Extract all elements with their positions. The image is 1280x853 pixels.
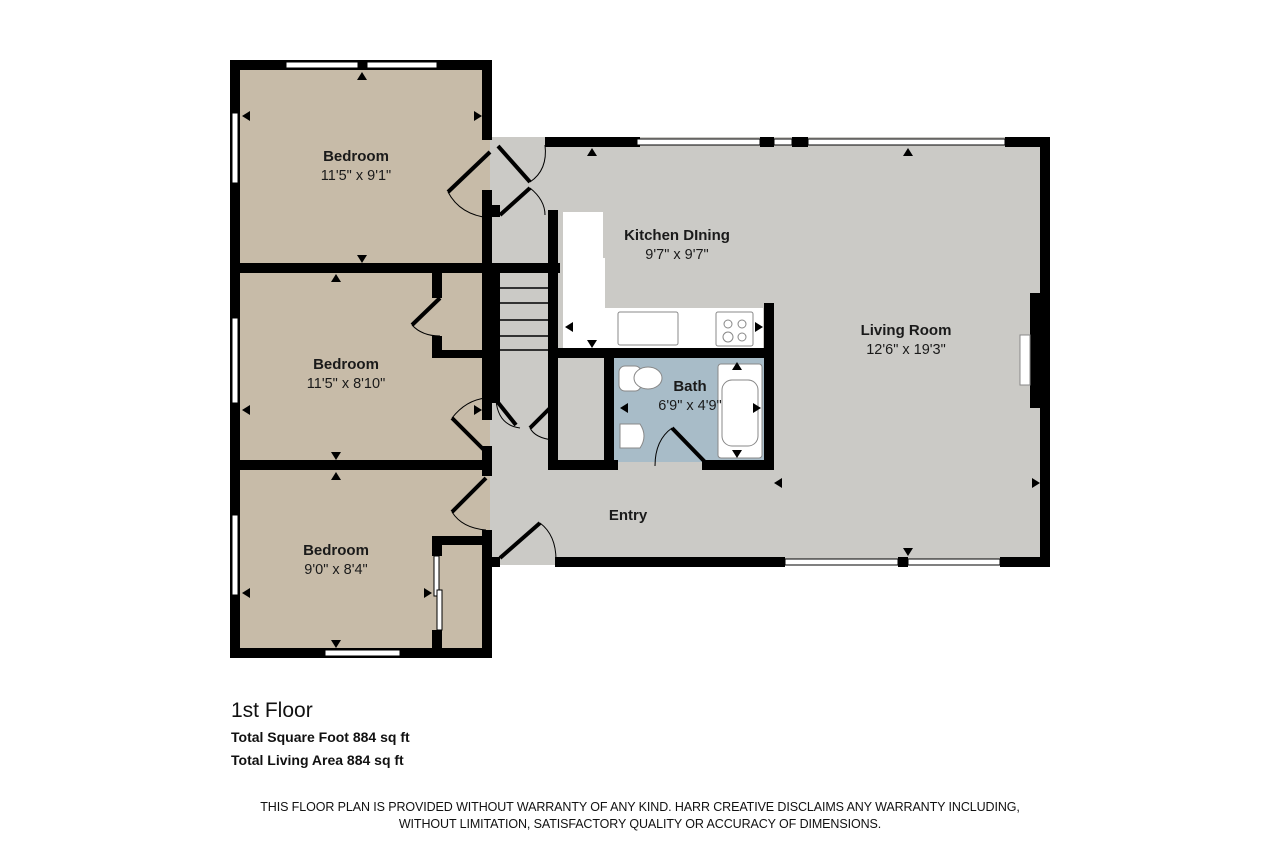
fireplace-icon [1019, 334, 1031, 386]
room-labels: Bedroom 11'5" x 9'1" Bedroom 11'5" x 8'1… [303, 148, 951, 578]
kitchen-sink-icon [617, 311, 679, 346]
stove-icon [715, 311, 754, 347]
stairs [500, 287, 548, 351]
room-dim-kitchen-dining: 9'7" x 9'7" [645, 247, 708, 263]
total-square-foot: Total Square Foot 884 sq ft [231, 729, 410, 745]
room-name-bedroom-2: Bedroom [313, 356, 379, 373]
disclaimer: THIS FLOOR PLAN IS PROVIDED WITHOUT WARR… [0, 799, 1280, 833]
room-name-bedroom-1: Bedroom [323, 148, 389, 165]
bathroom-sink-icon [619, 423, 645, 449]
disclaimer-line-2: WITHOUT LIMITATION, SATISFACTORY QUALITY… [398, 817, 882, 831]
fixtures [617, 311, 1031, 459]
room-name-entry: Entry [609, 507, 648, 524]
floor-title: 1st Floor [231, 699, 313, 722]
room-dim-living-room: 12'6" x 19'3" [866, 342, 946, 358]
room-name-living-room: Living Room [861, 322, 952, 339]
windows [231, 61, 1006, 657]
room-name-kitchen-dining: Kitchen DIning [624, 227, 730, 244]
doors [410, 144, 707, 561]
disclaimer-line-1: THIS FLOOR PLAN IS PROVIDED WITHOUT WARR… [260, 800, 1020, 814]
room-dim-bedroom-2: 11'5" x 8'10" [307, 376, 385, 392]
room-name-bedroom-3: Bedroom [303, 542, 369, 559]
room-dim-bedroom-1: 11'5" x 9'1" [321, 168, 391, 184]
room-dim-bedroom-3: 9'0" x 8'4" [304, 562, 367, 578]
dimension-arrows [242, 72, 1040, 648]
total-living-area: Total Living Area 884 sq ft [231, 752, 404, 768]
room-dim-bath: 6'9" x 4'9" [658, 398, 721, 414]
room-name-bath: Bath [673, 378, 706, 395]
